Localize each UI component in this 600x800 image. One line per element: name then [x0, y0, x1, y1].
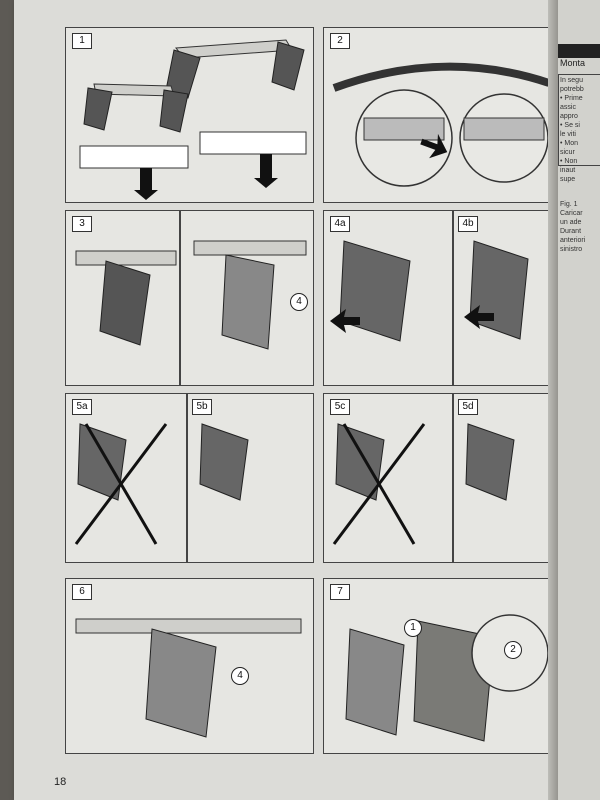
warning-box	[558, 74, 600, 166]
warning-line: assic	[560, 104, 576, 111]
roof-rail-detail-illustration	[332, 62, 551, 187]
figure-label: 1	[72, 33, 92, 49]
foot-mounting-illustration	[75, 240, 307, 350]
figure-label: 5a	[72, 399, 92, 415]
facing-page: Monta In segu potrebb • Prime assic appr…	[558, 0, 600, 800]
figure-label: 5b	[192, 399, 212, 415]
warning-line: • Se si	[560, 122, 580, 129]
fig-caption-line: anteriori	[560, 237, 586, 244]
figure-7: 7 1 2	[323, 578, 554, 754]
figure-label: 2	[330, 33, 350, 49]
figure-6: 6 4	[65, 578, 314, 754]
fig-caption-line: un ade	[560, 219, 582, 226]
figure-label: 7	[330, 584, 350, 600]
figure-label: 5c	[330, 399, 350, 415]
figure-label: 4b	[458, 216, 478, 232]
fig-caption-line: Durant	[560, 228, 582, 235]
tighten-bolt-illustration	[75, 618, 302, 738]
warning-line: appro	[560, 113, 578, 120]
warning-line: potrebb	[560, 86, 584, 93]
callout-2: 2	[504, 641, 522, 659]
warning-line: In segu	[560, 77, 583, 84]
facing-page-header-bar	[558, 44, 600, 58]
fig-caption-line: Caricar	[560, 210, 583, 217]
warning-line: inaut	[560, 167, 576, 174]
fig-caption-line: Fig. 1	[560, 201, 578, 208]
book-gutter	[548, 0, 560, 800]
manual-page: 1 2 3	[14, 0, 554, 800]
warning-line: • Non	[560, 158, 578, 165]
figure-label: 3	[72, 216, 92, 232]
figure-5cd: 5c 5d	[323, 393, 554, 563]
foot-position-illustration	[332, 423, 515, 545]
fig-caption-line: sinistro	[560, 246, 583, 253]
figure-5ab: 5a 5b	[65, 393, 314, 563]
callout-1: 1	[404, 619, 422, 637]
warning-line: • Mon	[560, 140, 579, 147]
roof-bars-illustration	[79, 39, 307, 200]
callout-4: 4	[231, 667, 249, 685]
figure-4: 4a 4b	[323, 210, 554, 386]
figure-2: 2	[323, 27, 554, 203]
foot-position-illustration	[74, 423, 249, 545]
facing-page-title: Monta	[560, 58, 586, 68]
callout-4: 4	[290, 293, 308, 311]
foot-fit-illustration	[330, 240, 529, 342]
warning-line: supe	[560, 176, 576, 183]
warning-line: le viti	[560, 131, 576, 138]
page-number: 18	[54, 776, 67, 788]
cover-lock-illustration	[345, 614, 549, 742]
figure-3: 3 4	[65, 210, 314, 386]
figure-label: 4a	[330, 216, 350, 232]
warning-line: sicur	[560, 149, 575, 156]
warning-line: • Prime	[560, 95, 583, 102]
figure-1: 1	[65, 27, 314, 203]
figure-label: 5d	[458, 399, 478, 415]
figure-label: 6	[72, 584, 92, 600]
